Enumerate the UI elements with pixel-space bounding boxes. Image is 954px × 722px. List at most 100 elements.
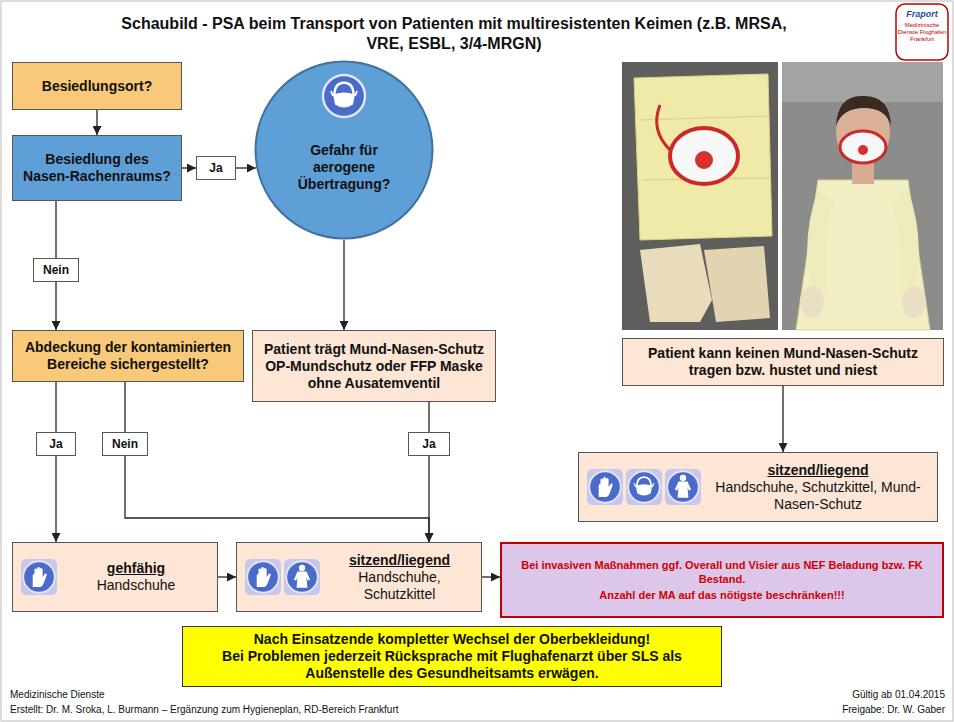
icon-plate [626,469,662,505]
ffp-mask [670,128,738,184]
mask-shape [333,92,355,107]
text-column: sitzend/liegendHandschuhe, Schutzkittel,… [707,462,929,513]
mask-valve [695,151,713,169]
decision-box: Besiedlung des Nasen-Rachenraums? [12,135,182,201]
text-column: sitzend/liegendHandschuhe, Schutzkittel [326,552,473,603]
flow-arrow [55,382,56,432]
node-text: Nein [112,437,138,452]
flow-arrow [782,386,783,452]
circle-shape [256,62,433,239]
logo-text: Medizinische Dienste Flughafen Frankfurt [897,22,947,43]
warning-box: Bei invasiven Maßnahmen ggf. Overall und… [500,542,944,618]
flow-arrow [482,576,500,577]
gown-fold [640,116,768,120]
condition-box: Patient trägt Mund-Nasen-Schutz OP-Munds… [252,330,496,402]
flow-arrow [182,167,196,168]
flow-arrow [125,456,429,542]
node-text: Ja [209,161,222,176]
icon-plate [21,559,57,595]
mask-shape [636,484,652,495]
node-text: Besiedlung des Nasen-Rachenraums? [21,151,173,185]
icon-row [587,469,701,505]
gown-sleeve [892,190,919,292]
flow-arrow [236,167,256,168]
node-text: Bei invasiven Maßnahmen ggf. Overall und… [510,558,934,586]
flow-arrow [218,576,236,577]
mask-strap [652,483,654,487]
node-detail: Handschuhe [97,577,176,594]
flow-arrow [55,282,56,330]
protective-gown [796,180,930,330]
mask-icon [320,72,368,120]
answer-box: Nein [102,432,148,456]
photo-person [782,62,943,330]
glove-icon [21,559,57,595]
ffp-mask [840,131,886,163]
photo-ground [782,62,943,330]
node-text: Abdeckung der kontaminierten Bereiche si… [21,339,235,373]
mask-strap [634,483,636,487]
gloved-hand [902,286,926,318]
node-text: Patient kann keinen Mund-Nasen-Schutz tr… [631,345,935,379]
gloved-hand [800,286,824,318]
ppe-box: sitzend/liegendHandschuhe, Schutzkittel,… [578,452,938,522]
glove-shape [599,477,613,497]
photo-equipment [622,62,778,330]
mask-icon [626,469,662,505]
flow-arrow [124,382,125,432]
flow-arrow [428,402,429,432]
icon-disc [23,561,55,593]
glove-shape [257,567,271,587]
diagram-title: Schaubild - PSA beim Transport von Patie… [104,14,804,54]
mask-strap [657,105,670,150]
node-text: sitzend/liegend [767,462,868,479]
ppe-box: sitzend/liegendHandschuhe, Schutzkittel [236,542,482,612]
icon-row [245,559,320,595]
glove-shape [33,567,47,587]
icon-plate [284,559,320,595]
flow-arrow [428,456,429,542]
footer-text: Freigabe: Dr. W. Gaber [760,704,945,716]
gown-head [299,565,305,571]
node-text: sitzend/liegend [349,552,450,569]
icon-disc [667,471,699,503]
node-detail: Anzahl der MA auf das nötigste beschränk… [599,588,844,602]
condition-box: Patient kann keinen Mund-Nasen-Schutz tr… [622,338,944,386]
flow-arrow [343,240,344,330]
footer-text: Gültig ab 01.04.2015 [760,689,945,701]
node-text: Patient trägt Mund-Nasen-Schutz OP-Munds… [261,341,487,392]
node-text: Ja [49,437,62,452]
answer-box: Nein [33,258,79,282]
node-text: Besiedlungsort? [42,78,152,95]
mask-strap [355,91,357,96]
mask-strap [331,91,333,96]
icon-row [21,559,57,595]
glove [704,246,770,322]
flow-arrow [55,456,56,542]
icon-disc [247,561,279,593]
icon-plate [587,469,623,505]
gown-icon [665,469,701,505]
node-text: Nach Einsatzende kompletter Wechsel der … [254,631,651,648]
icon-disc [323,75,365,117]
decision-box: Abdeckung der kontaminierten Bereiche si… [12,330,244,382]
glove-icon [245,559,281,595]
flow-arrow [96,110,97,135]
answer-box: Ja [36,432,76,456]
node-text: gehfähig [107,560,165,577]
gown-sleeve [807,190,834,292]
footer-text: Medizinische Dienste [10,689,310,701]
icon-plate [245,559,281,595]
node-text: Nein [43,263,69,278]
logo-frame [896,4,948,60]
logo-text: Fraport [897,9,947,19]
icon-disc [286,561,318,593]
note-box: Nach Einsatzende kompletter Wechsel der … [182,626,722,687]
gown-head [680,475,686,481]
node-detail: Handschuhe, Schutzkittel, Mund-Nasen-Sch… [707,479,929,513]
icon-plate [665,469,701,505]
answer-box: Ja [408,432,450,456]
